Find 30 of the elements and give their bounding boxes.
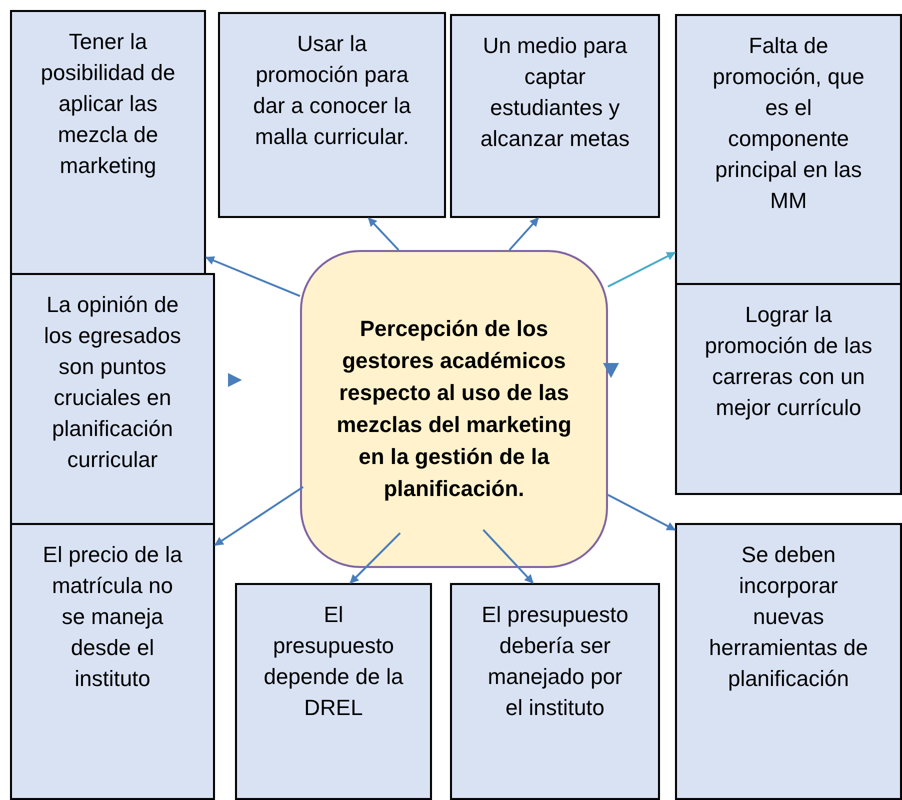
box-text: Lograr la promoción de las carreras con un mejor currículo [704,301,874,422]
arrow [205,256,300,298]
arrow [350,532,401,584]
text-box [675,14,902,285]
text-box [450,14,660,218]
text-box [235,583,432,800]
box-text: El presupuesto debería ser manejado por el instituto [480,601,630,722]
text-box [218,12,446,218]
text-box [10,273,215,525]
arrow [368,217,400,251]
arrow [214,486,304,546]
text-box [675,523,902,800]
box-text: Tener la posibilidad de aplicar las mezcla de marketing [40,28,176,180]
arrow [608,252,676,288]
arrow [608,494,676,531]
text-box [10,523,215,800]
box-text: Percepción de los gestores académicos respecto al uso de las mezclas del marketing en la gestión de la planificación. [336,315,572,503]
text-box [675,283,902,495]
box-text: Falta de promoción, que es el componente principal en las MM [712,32,866,215]
arrow [482,529,534,584]
box-text: Un medio para captar estudiantes y alcanzar metas [479,32,631,153]
box-text: El presupuesto depende de la DREL [262,601,404,722]
box-text: Usar la promoción para dar a conocer la malla curricular. [252,30,412,151]
text-box [450,583,660,800]
box-text: La opinión de los egresados son puntos cruciales en planificación curricular [43,291,182,474]
text-box [10,10,206,276]
box-text: Se deben incorporar nuevas herramientas de planificación [708,541,869,693]
arrow [508,217,539,251]
box-text: El precio de la matrícula no se maneja desde el instituto [42,541,184,693]
central-rounded-box [300,250,608,568]
